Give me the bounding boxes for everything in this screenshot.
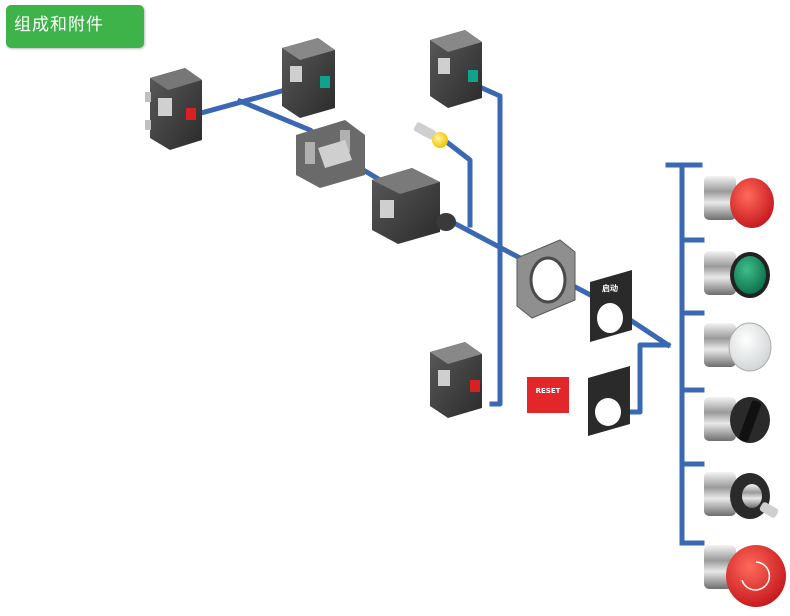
contact-block-icon (145, 68, 202, 150)
white-pushbutton-icon (704, 322, 772, 372)
legend-plate-icon: 启动 (590, 270, 632, 342)
light-block-icon (372, 168, 456, 244)
bulb-icon (413, 122, 448, 148)
legend-text: 启动 (602, 283, 618, 293)
legend-plate-icon (588, 199, 630, 436)
emergency-stop-icon (704, 545, 786, 607)
contact-block-green-icon (430, 30, 482, 108)
reset-plate: RESET (527, 377, 569, 413)
contact-block-icon (430, 342, 482, 418)
reset-label: RESET (536, 387, 561, 395)
green-pushbutton-icon (704, 251, 770, 298)
contact-block-green-icon (282, 38, 335, 118)
key-switch-icon (704, 472, 779, 519)
fixing-collar-icon (516, 239, 576, 319)
mounting-adapter-icon (296, 120, 365, 188)
page-title: 组成和附件 (14, 15, 104, 35)
red-pushbutton-icon (704, 176, 774, 228)
selector-switch-icon (704, 397, 770, 443)
title-badge: 组成和附件 (6, 5, 144, 48)
